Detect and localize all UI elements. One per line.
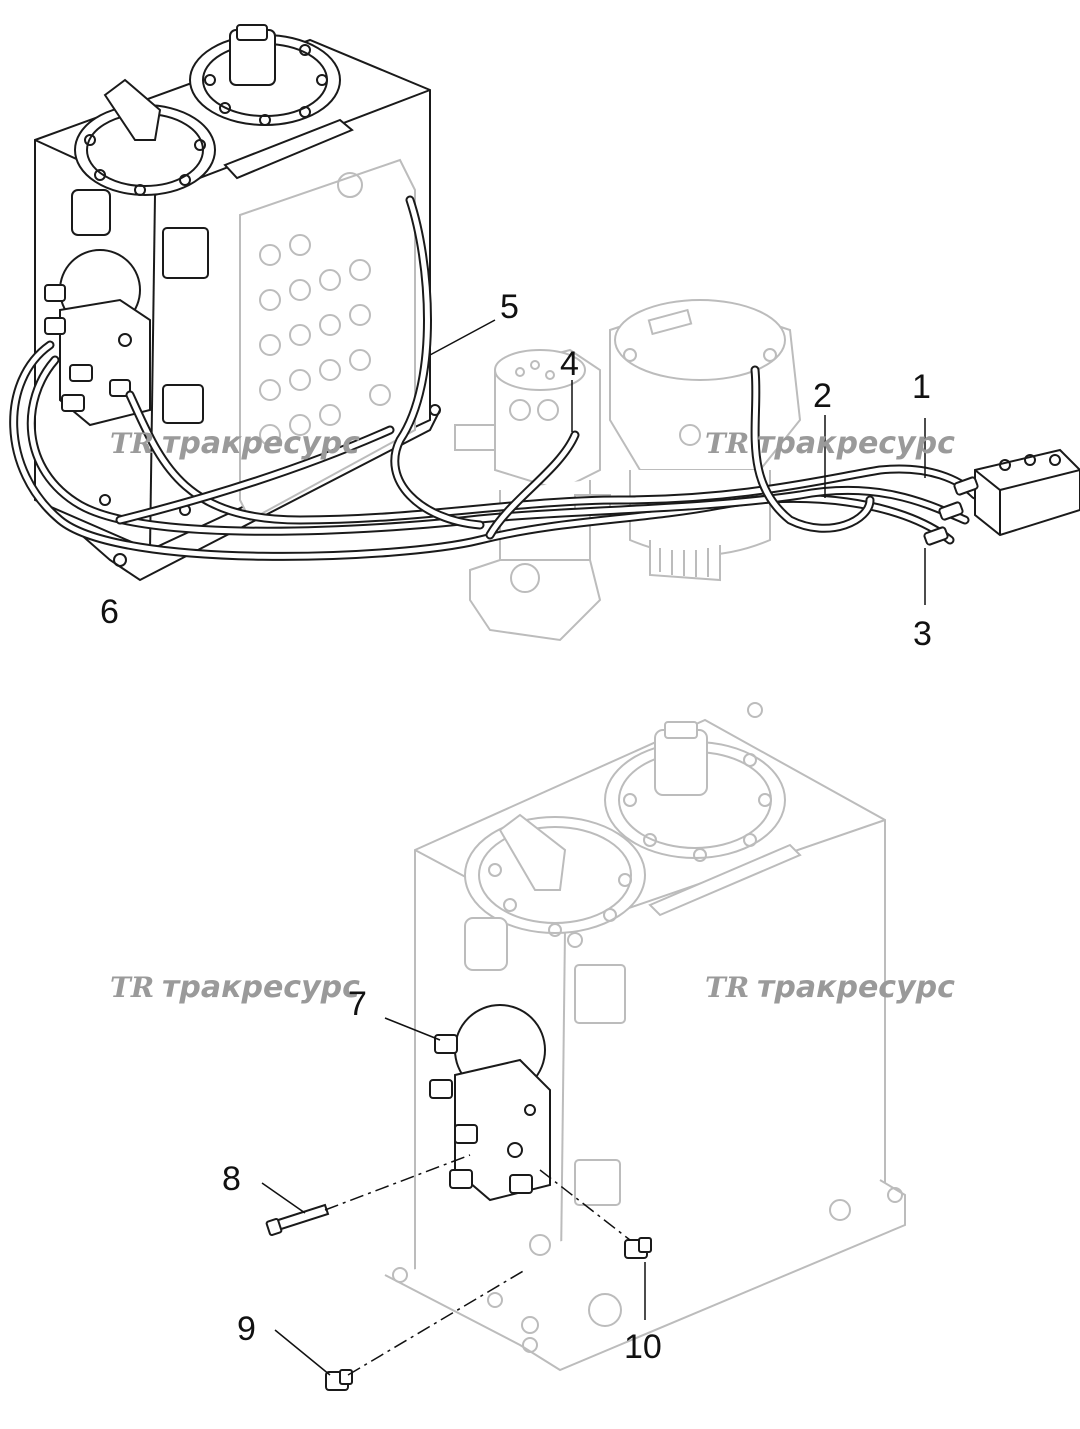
plug-9 — [325, 1369, 353, 1391]
svg-text:TR: TR — [705, 427, 749, 460]
bottom-assembly — [261, 702, 906, 1391]
leader-lines-bottom — [261, 1017, 646, 1376]
watermark-3: TR тракресурс — [110, 970, 360, 1005]
watermark-4: TR тракресурс — [705, 970, 955, 1005]
svg-text:TR: TR — [110, 971, 154, 1004]
callout-1: 1 — [912, 368, 931, 406]
bolt-8 — [265, 1203, 330, 1236]
callout-8: 8 — [222, 1160, 241, 1198]
plug-10 — [624, 1237, 652, 1259]
swing-motor-ghost — [609, 298, 802, 582]
top-assembly — [9, 24, 1080, 642]
leader-lines-top — [429, 319, 926, 605]
accumulator-block-bottom — [429, 1004, 551, 1202]
svg-text:TR: TR — [705, 971, 749, 1004]
callout-5: 5 — [500, 288, 519, 326]
hose-lines-top — [9, 195, 980, 561]
svg-text:тракресурс: тракресурс — [757, 970, 955, 1005]
control-valve-top — [239, 158, 416, 522]
watermark-2: TR тракресурс — [705, 426, 955, 461]
svg-text:тракресурс: тракресурс — [162, 426, 360, 461]
callout-4: 4 — [560, 345, 579, 383]
svg-text:TR: TR — [110, 427, 154, 460]
callout-9: 9 — [237, 1310, 256, 1348]
center-joint-ghost — [454, 348, 611, 642]
callout-3: 3 — [913, 615, 932, 653]
watermark-1: TR тракресурс — [110, 426, 360, 461]
svg-text:тракресурс: тракресурс — [757, 426, 955, 461]
svg-text:тракресурс: тракресурс — [162, 970, 360, 1005]
callout-10: 10 — [624, 1328, 662, 1366]
callout-2: 2 — [813, 377, 832, 415]
callout-6: 6 — [100, 593, 119, 631]
pilot-valve-block — [923, 448, 1080, 546]
callout-7: 7 — [348, 985, 367, 1023]
